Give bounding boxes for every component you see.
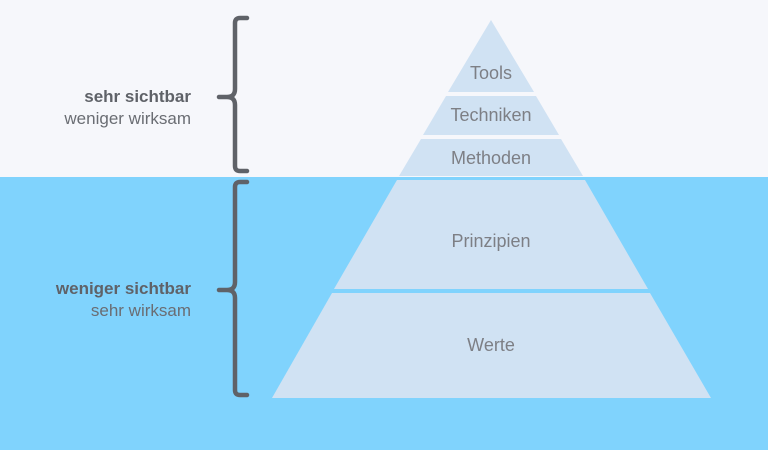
pyramid-layer-tools [448,20,534,92]
pyramid-layer-prinzipien [334,180,648,289]
layer-label-tools: Tools [470,63,512,83]
bracket-above-water [216,15,250,174]
layer-label-methoden: Methoden [451,148,531,168]
bracket-below-water [216,179,250,398]
visibility-label-above: sehr sichtbar weniger wirksam [64,86,191,130]
pyramid-layer-techniken [423,96,559,135]
label-weniger-wirksam: weniger wirksam [64,109,191,128]
label-sehr-wirksam: sehr wirksam [90,301,191,320]
layer-label-techniken: Techniken [450,105,531,125]
label-weniger-sichtbar: weniger sichtbar [55,279,191,298]
pyramid-layer-methoden [399,139,583,176]
label-sehr-sichtbar: sehr sichtbar [84,87,191,106]
layer-label-prinzipien: Prinzipien [451,231,530,251]
layer-label-werte: Werte [467,335,515,355]
pyramid-layer-werte [272,293,711,398]
visibility-label-below: weniger sichtbar sehr wirksam [56,278,191,322]
